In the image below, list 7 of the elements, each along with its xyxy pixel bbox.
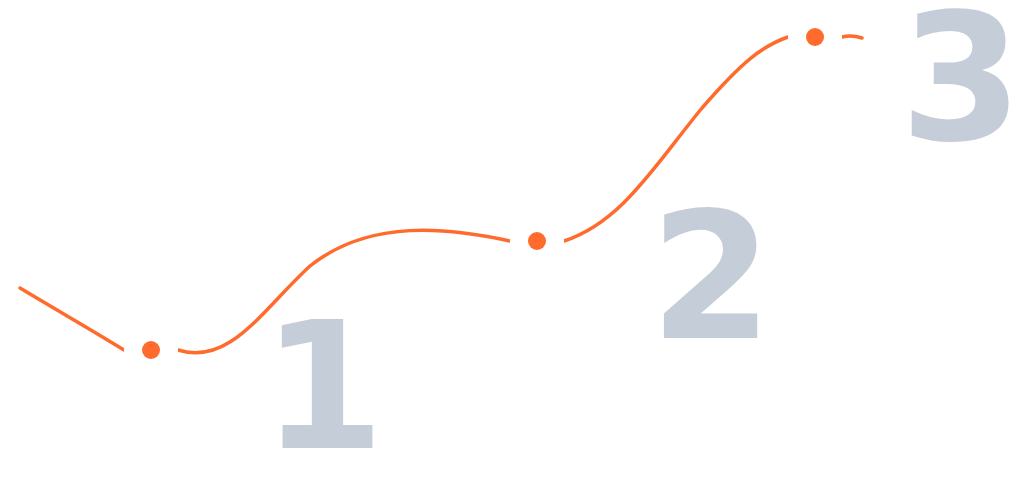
step-number: 1 <box>262 300 385 476</box>
step-number: 2 <box>650 190 773 366</box>
curve-line <box>562 35 790 243</box>
curve-line <box>18 286 126 352</box>
curve-line <box>176 228 512 355</box>
curve-line <box>840 34 864 40</box>
step-number: 3 <box>900 0 1023 168</box>
